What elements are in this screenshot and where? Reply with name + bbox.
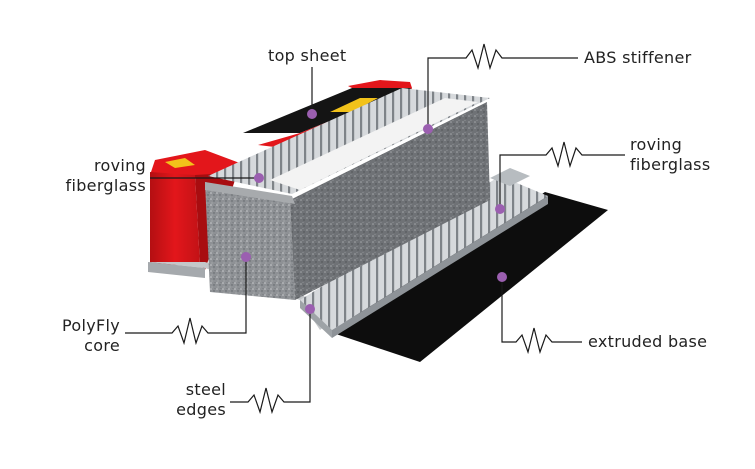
steel-edges-layer bbox=[300, 168, 548, 338]
marker-top-sheet bbox=[307, 109, 317, 119]
label-abs-stiffener: ABS stiffener bbox=[584, 48, 692, 68]
label-edges-line2: edges bbox=[176, 400, 226, 419]
label-roving-fiberglass-left: roving fiberglass bbox=[40, 156, 146, 196]
label-roving-right-line2: fiberglass bbox=[630, 155, 711, 174]
marker-steel-edges bbox=[305, 304, 315, 314]
label-core-line1: PolyFly bbox=[62, 316, 120, 335]
marker-core bbox=[241, 252, 251, 262]
marker-abs-stiffener bbox=[423, 124, 433, 134]
label-roving-left-line2: fiberglass bbox=[65, 176, 146, 195]
leader-lines bbox=[125, 43, 625, 415]
marker-extruded-base bbox=[497, 272, 507, 282]
label-extruded-base-text: extruded base bbox=[588, 332, 708, 351]
label-steel-edges: steel edges bbox=[130, 380, 226, 420]
label-core-line2: core bbox=[84, 336, 120, 355]
leader-core bbox=[125, 257, 247, 346]
label-top-sheet: top sheet bbox=[268, 46, 346, 66]
label-roving-fiberglass-right: roving fiberglass bbox=[630, 135, 710, 175]
leader-extruded-base bbox=[501, 278, 582, 355]
label-edges-line1: steel bbox=[185, 380, 226, 399]
label-abs-stiffener-text: ABS stiffener bbox=[584, 48, 692, 67]
label-roving-left-line1: roving bbox=[93, 156, 146, 175]
label-roving-right-line1: roving bbox=[630, 135, 683, 154]
leader-steel-edges bbox=[230, 310, 311, 415]
label-polyfly-core: PolyFly core bbox=[20, 316, 120, 356]
label-top-sheet-text: top sheet bbox=[268, 46, 347, 65]
marker-roving-left bbox=[254, 173, 264, 183]
label-extruded-base: extruded base bbox=[588, 332, 707, 352]
markers bbox=[241, 109, 507, 314]
leader-roving-right bbox=[499, 141, 625, 208]
extruded-base-layer bbox=[330, 192, 608, 362]
marker-roving-right bbox=[495, 204, 505, 214]
leader-abs-stiffener bbox=[427, 43, 578, 128]
core-block bbox=[205, 88, 490, 300]
